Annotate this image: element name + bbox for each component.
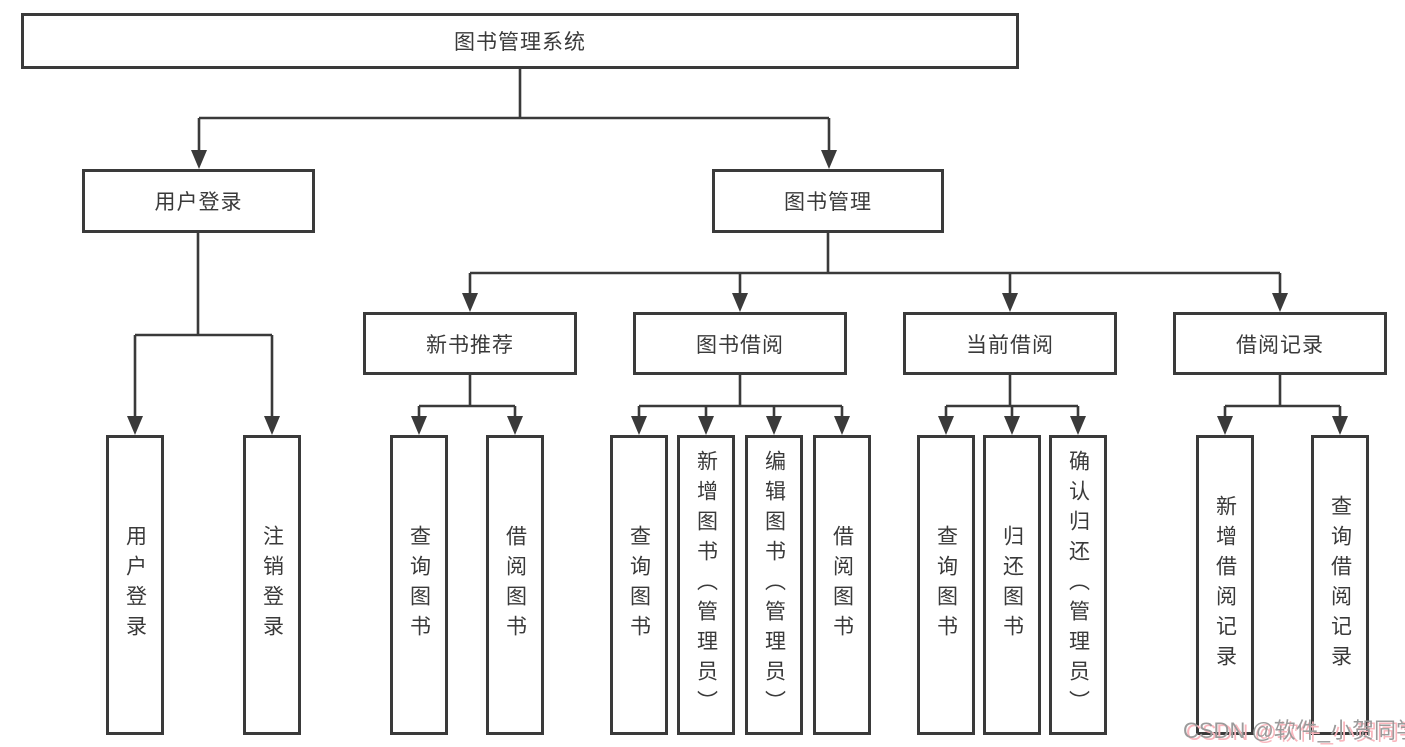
connector-user-login-split [127,233,280,435]
node-label: 用户登录 [123,525,147,645]
node-label: 归还图书 [1000,525,1024,645]
node-label: 新增借阅记录 [1213,495,1237,675]
leaf-add-books-admin: 新增图书（管理员） [677,435,735,735]
connector-current-borrow-split [938,375,1086,435]
node-book-management: 图书管理 [712,169,944,233]
node-label: 当前借阅 [966,333,1054,357]
node-label: 新书推荐 [426,333,514,357]
node-label: 编辑图书（管理员） [762,450,786,720]
leaf-return-books: 归还图书 [983,435,1041,735]
node-label: 借阅图书 [830,525,854,645]
node-label: 图书管理 [784,191,872,214]
leaf-add-borrow-record: 新增借阅记录 [1196,435,1254,735]
node-root-library-system: 图书管理系统 [21,13,1019,69]
leaf-logout: 注销登录 [243,435,301,735]
node-new-book-recommend: 新书推荐 [363,312,577,375]
leaf-query-books-recommend: 查询图书 [390,435,448,735]
leaf-user-login: 用户登录 [106,435,164,735]
node-label: 查询图书 [407,525,431,645]
node-label: 注销登录 [260,525,284,645]
node-user-login: 用户登录 [82,169,315,233]
leaf-query-borrow-record: 查询借阅记录 [1311,435,1369,735]
node-label: 查询借阅记录 [1328,495,1352,675]
node-label: 用户登录 [154,191,243,214]
node-label: 新增图书（管理员） [694,450,718,720]
node-label: 确认归还（管理员） [1066,450,1090,720]
leaf-borrow-books: 借阅图书 [813,435,871,735]
connector-book-mgmt-split [462,233,1288,312]
connector-root-split [191,68,837,169]
csdn-watermark: CSDN @软件_小贺同学 [1183,718,1405,743]
leaf-query-books-borrow: 查询图书 [610,435,668,735]
node-borrow-records: 借阅记录 [1173,312,1387,375]
leaf-confirm-return-admin: 确认归还（管理员） [1049,435,1107,735]
node-label: 查询图书 [934,525,958,645]
connector-borrow-record-split [1217,375,1348,435]
node-label: 借阅图书 [503,525,527,645]
node-current-borrowing: 当前借阅 [903,312,1117,375]
leaf-edit-books-admin: 编辑图书（管理员） [745,435,803,735]
node-label: 图书借阅 [696,333,784,357]
connector-book-borrow-split [631,375,850,435]
node-label: 借阅记录 [1236,333,1324,357]
node-book-borrowing: 图书借阅 [633,312,847,375]
node-label: 图书管理系统 [454,31,586,54]
leaf-query-books-current: 查询图书 [917,435,975,735]
connector-new-book-split [411,375,523,435]
leaf-borrow-books-recommend: 借阅图书 [486,435,544,735]
node-label: 查询图书 [627,525,651,645]
